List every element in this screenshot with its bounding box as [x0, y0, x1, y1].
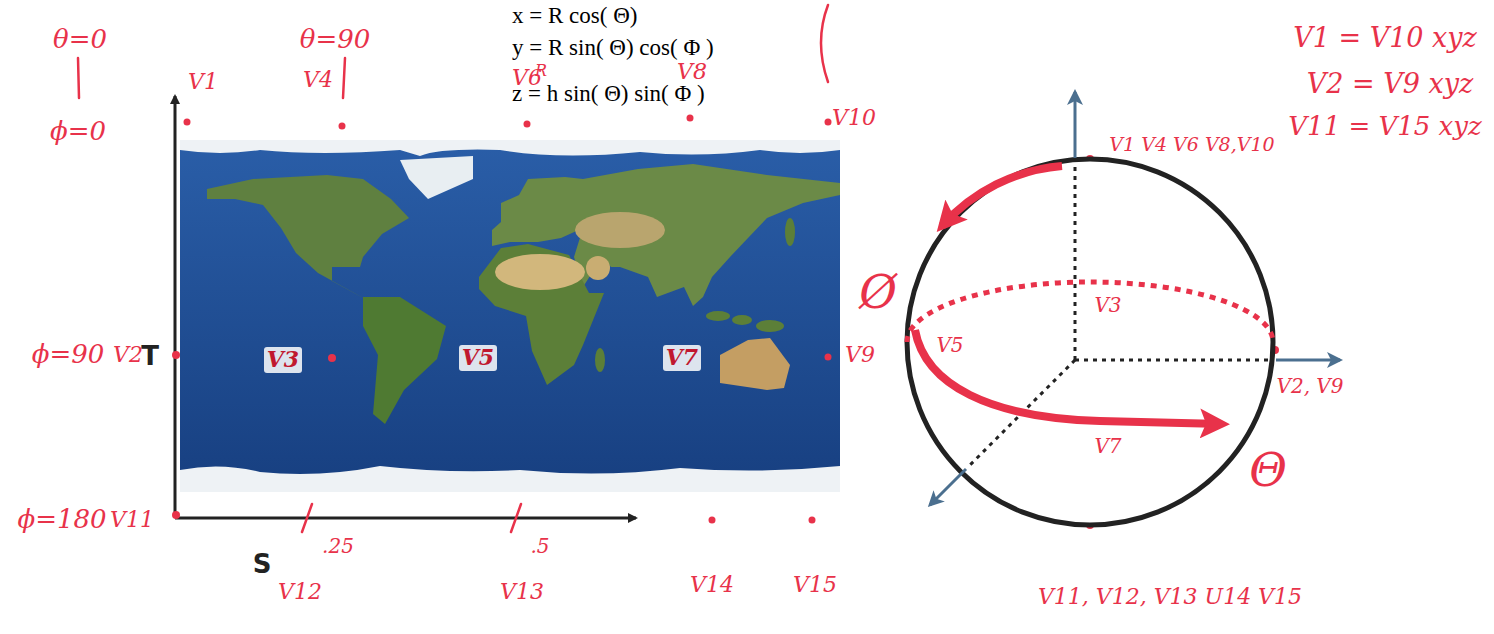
handwritten-marks [78, 5, 828, 532]
vertex-label: V8 [677, 59, 707, 84]
vertex-label: V1 [188, 69, 218, 94]
vertex-label: V5 [459, 345, 497, 370]
angle-label: ϕ=180 [17, 505, 106, 535]
vertex-label: V5 [936, 334, 963, 357]
equation: y = R sin( Θ) cos( Φ ) [512, 35, 714, 61]
sphere-diagram [907, 92, 1340, 525]
vertex-label: V2 [113, 342, 143, 367]
vertex-label: V10 [832, 105, 876, 130]
world-map [180, 140, 840, 492]
vertex-label: V7 [1094, 435, 1121, 458]
vertex-label: V11 [110, 507, 154, 532]
vertex-label: V2, V9 [1276, 375, 1343, 398]
vertex-label: V1 V4 V6 V8,V10 [1109, 134, 1274, 156]
vertex-label: V7 [663, 345, 701, 370]
handwritten-note: V2 = V9 xyz [1307, 68, 1473, 99]
map-axes [175, 96, 636, 518]
angle-label: θ=0 [53, 25, 107, 55]
angle-label: θ=90 [300, 25, 371, 55]
vertex-label: V15 [793, 572, 837, 597]
vertex-label: V3 [1094, 294, 1121, 317]
angle-symbol: Θ [1249, 444, 1287, 497]
tick-label: .25 [322, 535, 354, 558]
axis-label: T [141, 342, 159, 372]
handwritten-note: V11 = V15 xyz [1288, 112, 1481, 142]
vertex-label: V6 [512, 65, 542, 90]
vertex-dots [172, 115, 1279, 530]
angle-label: ϕ=0 [50, 117, 106, 147]
vertex-label: V3 [264, 347, 302, 372]
vertex-label: V14 [690, 572, 734, 597]
vertex-label: V9 [845, 342, 875, 367]
axis-label: S [253, 550, 272, 580]
vertex-label: V11, V12, V13 U14 V15 [1038, 584, 1302, 609]
equation: x = R cos( Θ) [512, 3, 637, 29]
angle-symbol: Ø [859, 266, 897, 319]
vertex-label: V13 [500, 579, 544, 604]
tick-label: .5 [530, 535, 549, 558]
vertex-label: V4 [303, 67, 333, 92]
handwritten-note: V1 = V10 xyz [1293, 22, 1477, 53]
angle-label: ϕ=90 [32, 340, 105, 370]
vertex-label: V12 [278, 579, 322, 604]
